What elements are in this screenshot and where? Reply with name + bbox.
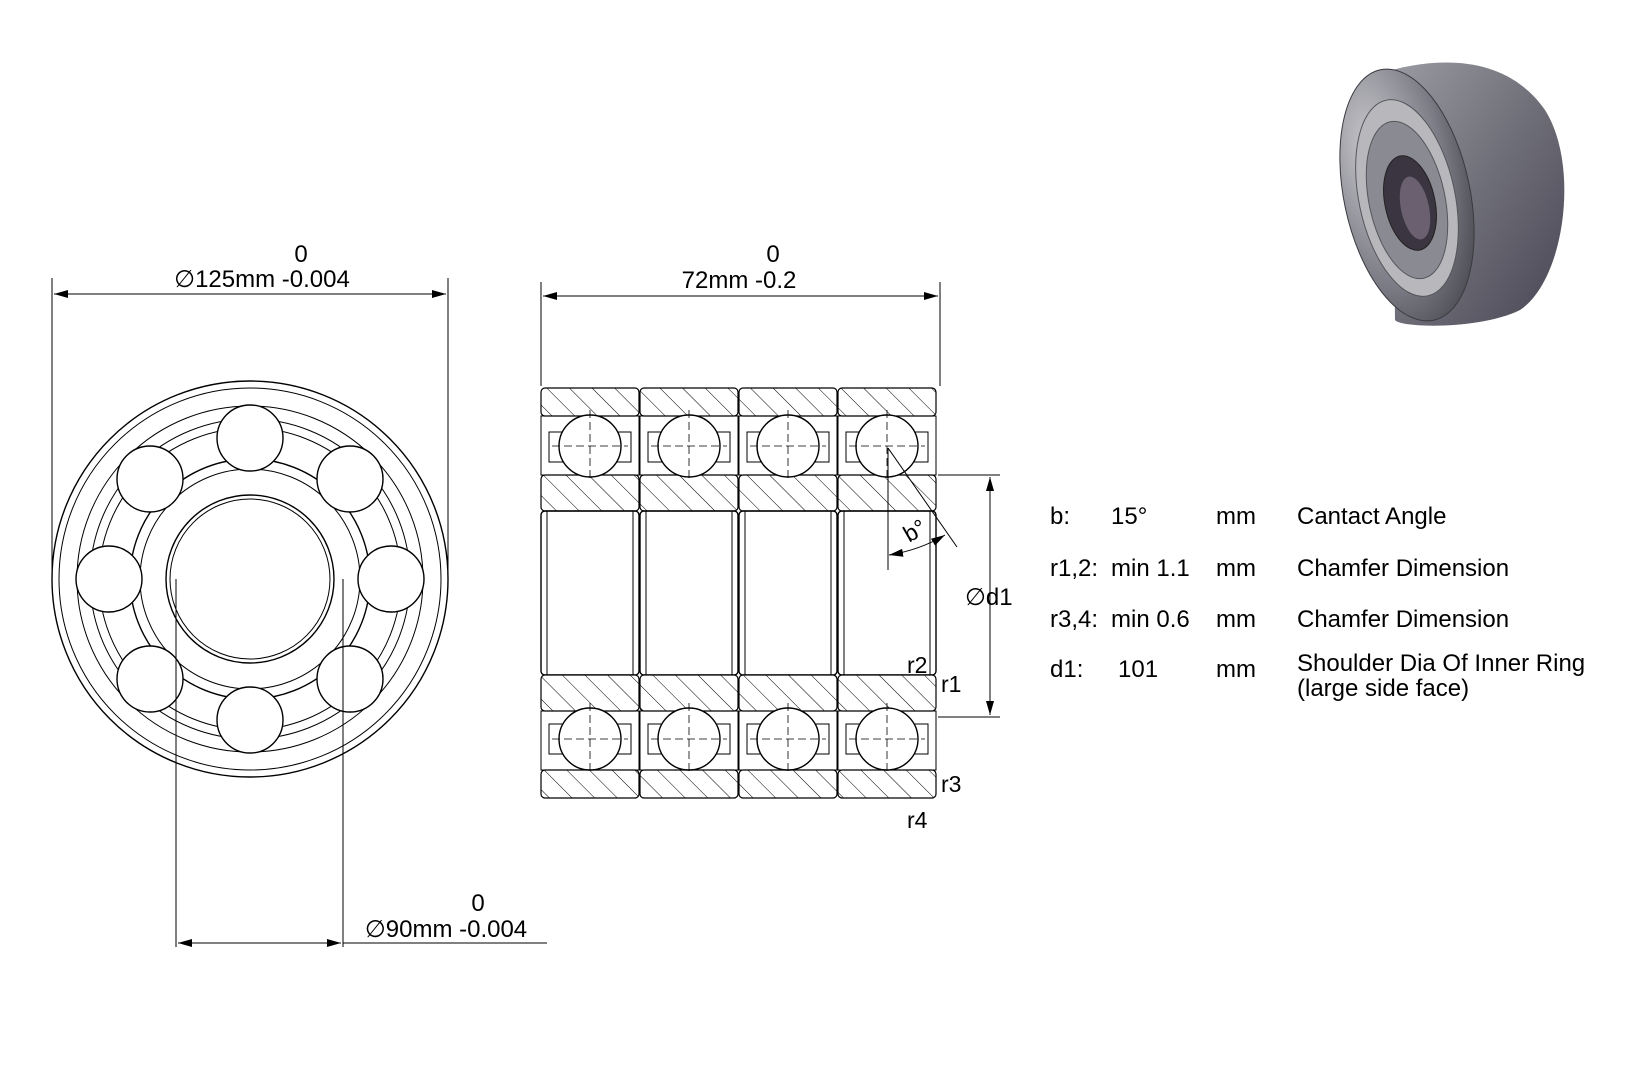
spec-description: Chamfer Dimension (1297, 555, 1509, 582)
bore-strip (540, 510, 640, 676)
bore-strip (639, 510, 739, 676)
ball (316, 445, 384, 513)
spec-row: r1,2: min 1.1 mm Chamfer Dimension (1050, 555, 1509, 582)
radius-r2: r2 (907, 652, 927, 678)
ball (216, 404, 284, 472)
spec-symbol: r3,4: (1050, 606, 1098, 633)
radius-r1: r1 (941, 671, 961, 697)
spec-row: d1: 101 mm Shoulder Dia Of Inner Ring (l… (1050, 650, 1585, 702)
bore-strip (738, 510, 838, 676)
spec-row: b: 15° mm Cantact Angle (1050, 503, 1446, 530)
ball (357, 545, 425, 613)
bearing-3d-render (1339, 62, 1565, 326)
spec-row: r3,4: min 0.6 mm Chamfer Dimension (1050, 606, 1509, 633)
specs-table: b: 15° mm Cantact Angle r1,2: min 1.1 mm… (1050, 503, 1585, 702)
contact-angle-mark: b° (899, 514, 931, 548)
outer-ring-section (639, 769, 739, 799)
spec-description: Cantact Angle (1297, 503, 1446, 530)
spec-unit: mm (1216, 606, 1256, 633)
width-dimension: 0 72mm -0.2 (540, 241, 941, 386)
ball (116, 445, 184, 513)
spec-unit: mm (1216, 555, 1256, 582)
spec-description-line2: (large side face) (1297, 675, 1469, 702)
bore-diameter-label: ∅90mm -0.004 (365, 916, 527, 943)
inner-ring-section (738, 474, 838, 512)
front-view: 0 ∅125mm -0.004 (51, 241, 547, 947)
radius-r4: r4 (907, 807, 928, 833)
outer-ring-section (837, 769, 937, 799)
spec-unit: mm (1216, 503, 1256, 530)
shoulder-dia-mark: ∅d1 (965, 584, 1013, 611)
spec-value: min 0.6 (1111, 606, 1190, 633)
spec-symbol: r1,2: (1050, 555, 1098, 582)
section-view: 0 72mm -0.2 b° ∅d1 r2 r1 r3 r4 (540, 241, 1013, 833)
outer-diameter-dimension: 0 ∅125mm -0.004 (51, 241, 449, 582)
spec-description: Chamfer Dimension (1297, 606, 1509, 633)
spec-value: min 1.1 (1111, 555, 1190, 582)
outer-diameter-tolerance: 0 (294, 241, 307, 268)
inner-ring-section (837, 474, 937, 512)
outer-ring-section (738, 769, 838, 799)
outer-ring-section (540, 769, 640, 799)
ball (75, 545, 143, 613)
spec-symbol: b: (1050, 503, 1070, 530)
front-balls (75, 404, 425, 754)
spec-unit: mm (1216, 656, 1256, 683)
spec-value: 15° (1111, 503, 1147, 530)
spec-symbol: d1: (1050, 656, 1083, 683)
width-tolerance: 0 (766, 241, 779, 268)
width-label: 72mm -0.2 (682, 267, 797, 294)
spec-description: Shoulder Dia Of Inner Ring (1297, 650, 1585, 677)
inner-ring-section (639, 474, 739, 512)
ball (116, 645, 184, 713)
shoulder-dimension: ∅d1 (938, 474, 1013, 718)
bore-diameter-tolerance: 0 (471, 890, 484, 917)
bearing-sections (540, 387, 937, 799)
outer-diameter-label: ∅125mm -0.004 (174, 266, 350, 293)
spec-value: 101 (1118, 656, 1158, 683)
bore-diameter-dimension: 0 ∅90mm -0.004 (175, 579, 547, 947)
radius-r3: r3 (941, 771, 961, 797)
ball (216, 686, 284, 754)
inner-ring-section (540, 474, 640, 512)
ball (316, 645, 384, 713)
